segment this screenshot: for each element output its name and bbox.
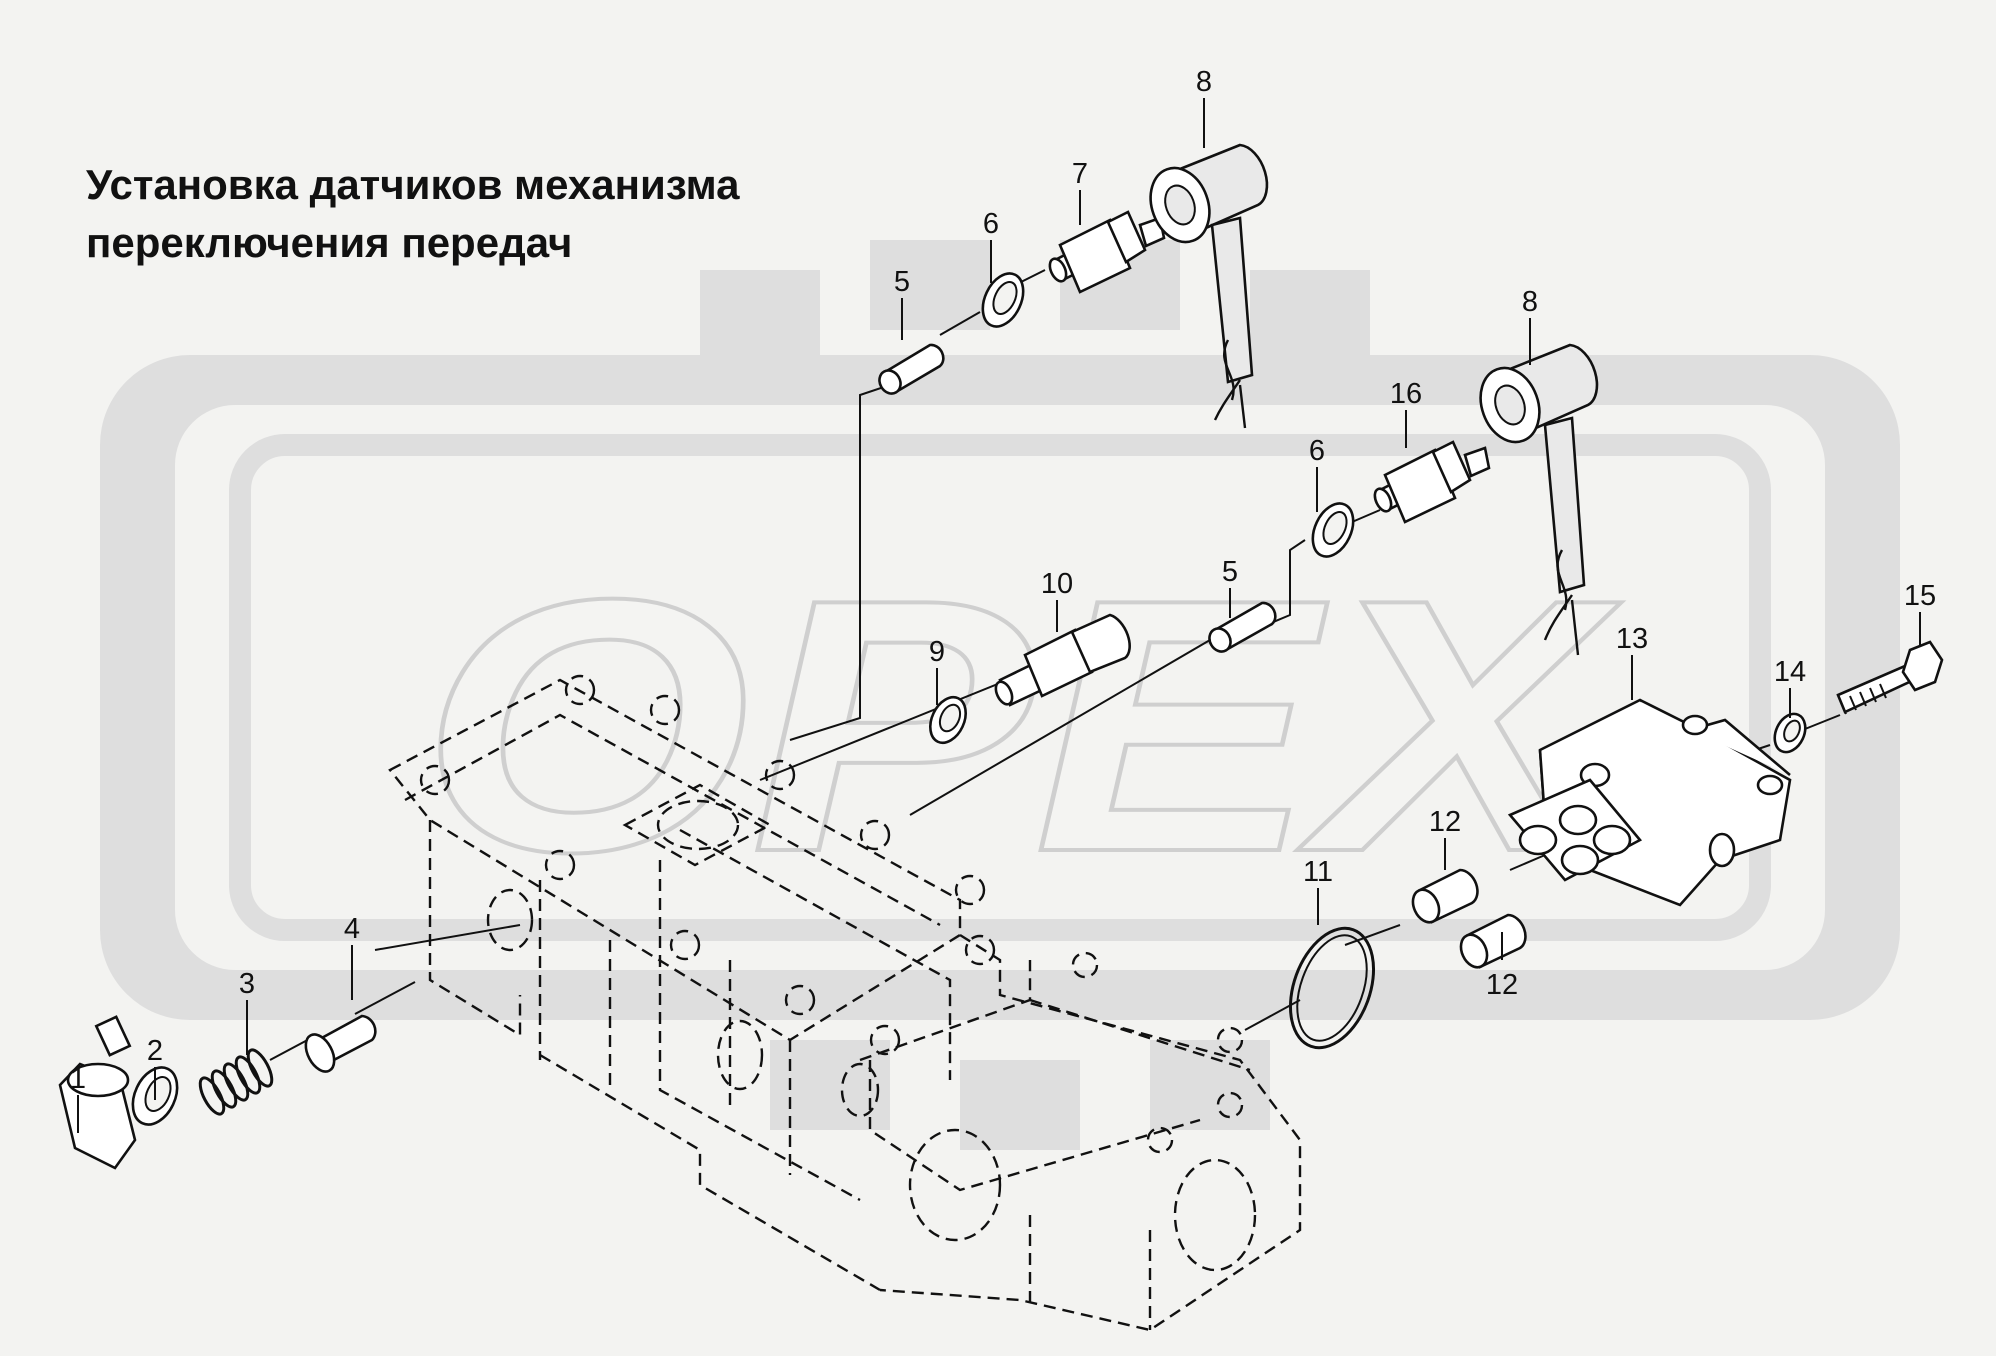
callout-labels: 1 2 3 4 5 6 7 8 9 10 5 6 16 8 13 14 15 1… <box>70 66 1936 1095</box>
callout-10: 10 <box>1041 568 1073 600</box>
callout-5-lower: 5 <box>1222 556 1238 588</box>
part-plug <box>58 1015 137 1170</box>
callout-9: 9 <box>929 636 945 668</box>
assembly-lines <box>269 269 1841 1061</box>
part-sleeve-5a <box>878 343 945 395</box>
watermark-text: OPEX <box>420 525 1622 927</box>
callout-15: 15 <box>1904 580 1936 612</box>
callout-12-lower: 12 <box>1486 969 1518 1001</box>
part-connector-8b <box>1479 343 1599 656</box>
part-ring-6b <box>1311 502 1355 558</box>
part-spring <box>198 1048 274 1116</box>
part-pin-12a <box>1411 868 1479 924</box>
callout-11: 11 <box>1303 856 1333 888</box>
gearbox-housing <box>388 674 1302 1332</box>
part-ring-9 <box>929 695 967 745</box>
callout-6-upper: 6 <box>983 208 999 240</box>
part-sleeve-5b <box>1208 601 1277 653</box>
diagram-title-line-1: Установка датчиков механизма <box>86 161 740 208</box>
callout-12-upper: 12 <box>1429 806 1461 838</box>
part-o-ring-11 <box>1288 926 1376 1050</box>
callout-14: 14 <box>1774 656 1806 688</box>
callout-7: 7 <box>1072 158 1088 190</box>
callout-13: 13 <box>1616 623 1648 655</box>
callout-8-upper: 8 <box>1196 66 1212 98</box>
callout-16: 16 <box>1390 378 1422 410</box>
part-sensor-7 <box>1048 210 1166 294</box>
callout-leaders <box>77 98 1921 1133</box>
part-washer-14 <box>1773 712 1807 754</box>
part-sensor-16 <box>1373 440 1491 524</box>
part-pin-12b <box>1459 913 1527 969</box>
part-ring-6a <box>981 272 1025 328</box>
callout-5-upper: 5 <box>894 266 910 298</box>
callout-1: 1 <box>70 1063 86 1095</box>
part-bolt-15 <box>1836 640 1944 715</box>
diagram-title: Установка датчиков механизма переключени… <box>86 156 740 272</box>
part-pin-4 <box>304 1014 377 1073</box>
callout-2: 2 <box>147 1035 163 1067</box>
callout-8-lower: 8 <box>1522 286 1538 318</box>
callout-4: 4 <box>344 913 360 945</box>
part-sensor-10 <box>994 613 1131 707</box>
callout-3: 3 <box>239 968 255 1000</box>
part-connector-8a <box>1149 143 1269 429</box>
diagram-title-line-2: переключения передач <box>86 219 573 266</box>
part-valve-block-13 <box>1507 698 1792 907</box>
callout-6-lower: 6 <box>1309 435 1325 467</box>
